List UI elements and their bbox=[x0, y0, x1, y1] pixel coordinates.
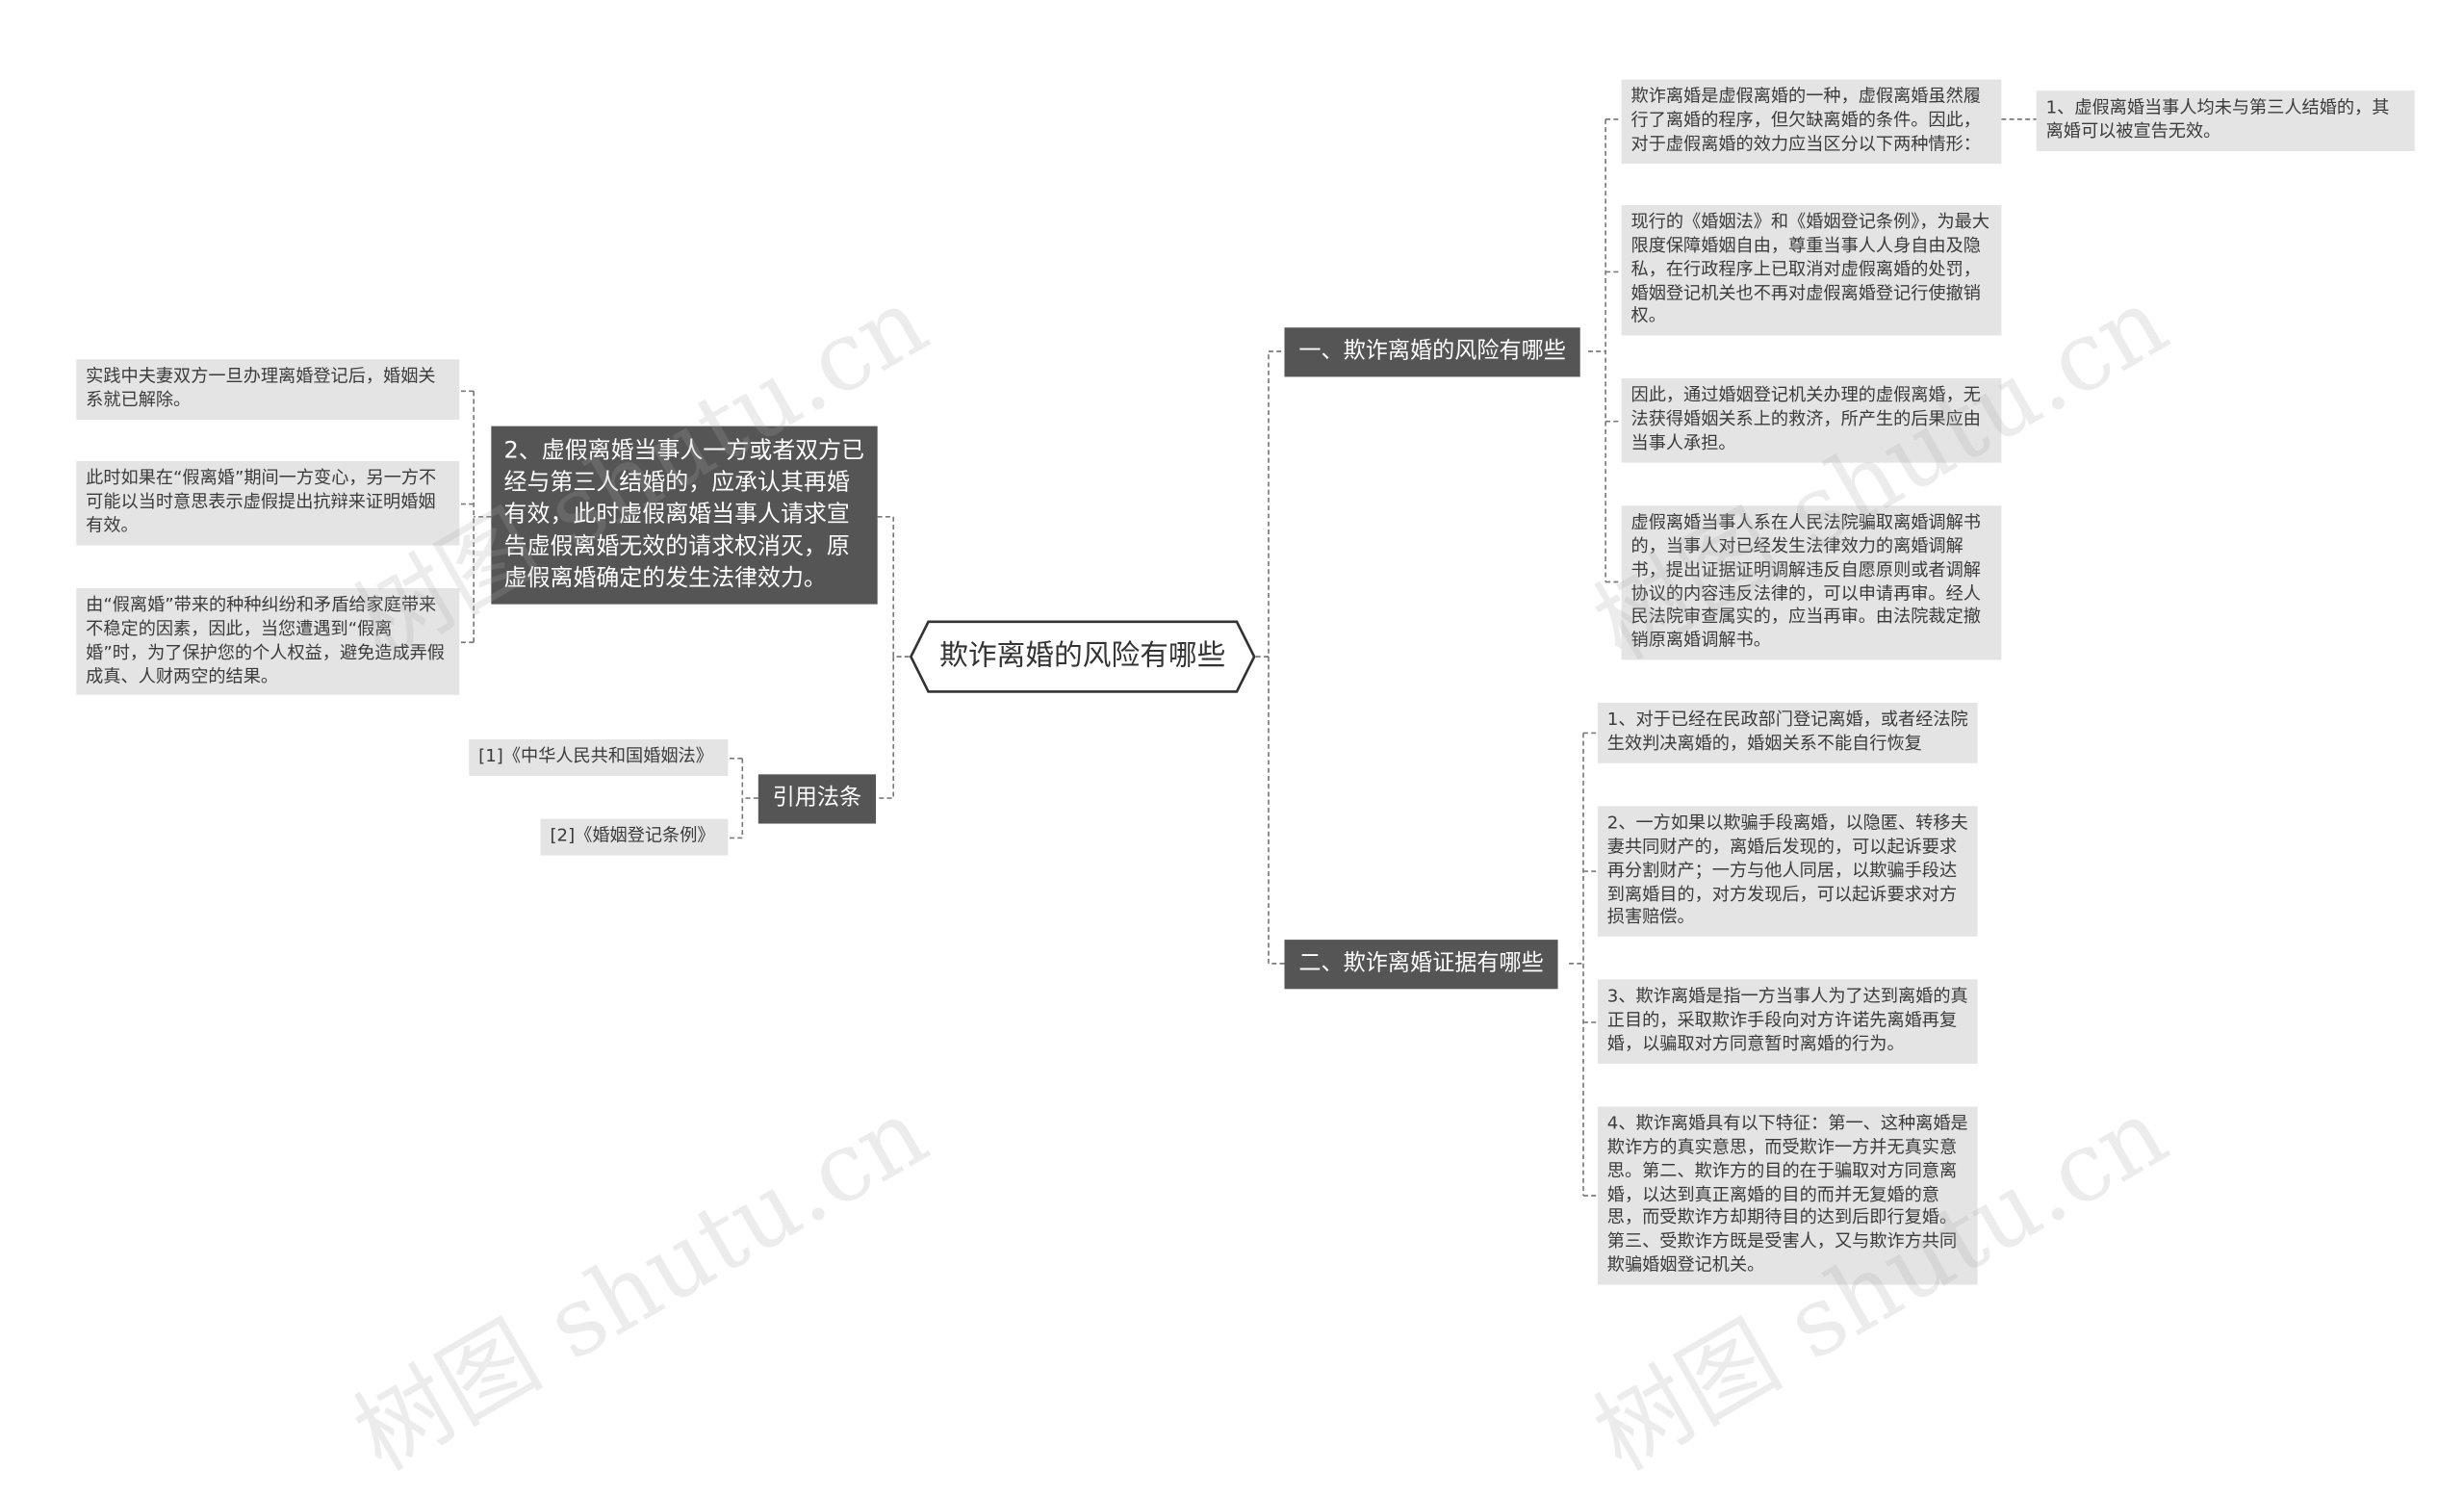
remarried-leaf-2[interactable]: 此时如果在“假离婚”期间一方变心，另一方不可能以当时意思表示虚假提出抗辩来证明婚… bbox=[76, 460, 460, 545]
risk-leaf-2[interactable]: 现行的《婚姻法》和《婚姻登记条例》，为最大限度保障婚姻自由，尊重当事人人身自由及… bbox=[1621, 205, 2002, 336]
risk-leaf-3[interactable]: 因此，通过婚姻登记机关办理的虚假离婚，无法获得婚姻关系上的救济，所产生的后果应由… bbox=[1621, 378, 2002, 462]
evidence-leaf-4[interactable]: 4、欺诈离婚具有以下特征：第一、这种离婚是欺诈方的真实意思，而受欺诈一方并无真实… bbox=[1597, 1106, 1978, 1285]
mindmap-canvas: 欺诈离婚的风险有哪些 一、欺诈离婚的风险有哪些 欺诈离婚是虚假离婚的一种，虚假离… bbox=[76, 79, 2415, 1493]
evidence-leaf-1[interactable]: 1、对于已经在民政部门登记离婚，或者经法院生效判决离婚的，婚姻关系不能自行恢复 bbox=[1597, 703, 1978, 763]
citation-1[interactable]: [1]《中华人民共和国婚姻法》 bbox=[469, 738, 729, 776]
root-hexagon-shape bbox=[909, 620, 1256, 693]
citation-2[interactable]: [2]《婚姻登记条例》 bbox=[540, 818, 729, 856]
remarried-leaf-1[interactable]: 实践中夫妻双方一旦办理离婚登记后，婚姻关系就已解除。 bbox=[76, 359, 460, 420]
branch-evidence[interactable]: 二、欺诈离婚证据有哪些 bbox=[1284, 940, 1558, 990]
evidence-leaf-2[interactable]: 2、一方如果以欺骗手段离婚，以隐匿、转移夫妻共同财产的，离婚后发现的，可以起诉要… bbox=[1597, 806, 1978, 938]
connector-lines bbox=[459, 118, 2037, 1197]
risk-sub-leaf[interactable]: 1、虚假离婚当事人均未与第三人结婚的，其离婚可以被宣告无效。 bbox=[2036, 90, 2415, 151]
risk-leaf-1[interactable]: 欺诈离婚是虚假离婚的一种，虚假离婚虽然履行了离婚的程序，但欠缺离婚的条件。因此，… bbox=[1621, 79, 2002, 164]
risk-leaf-4[interactable]: 虚假离婚当事人系在人民法院骗取离婚调解书的，当事人对已经发生法律效力的离婚调解书… bbox=[1621, 505, 2002, 660]
branch-remarried[interactable]: 2、虚假离婚当事人一方或者双方已经与第三人结婚的，应承认其再婚有效，此时虚假离婚… bbox=[491, 426, 878, 605]
remarried-leaf-3[interactable]: 由“假离婚”带来的种种纠纷和矛盾给家庭带来不稳定的因素，因此，当您遭遇到“假离婚… bbox=[76, 588, 460, 696]
root-label: 欺诈离婚的风险有哪些 bbox=[939, 638, 1226, 673]
branch-risk[interactable]: 一、欺诈离婚的风险有哪些 bbox=[1284, 327, 1580, 377]
root-node[interactable]: 欺诈离婚的风险有哪些 bbox=[909, 620, 1256, 693]
branch-citations[interactable]: 引用法条 bbox=[757, 774, 877, 824]
evidence-leaf-3[interactable]: 3、欺诈离婚是指一方当事人为了达到离婚的真正目的，采取欺诈手段向对方许诺先离婚再… bbox=[1597, 979, 1978, 1064]
